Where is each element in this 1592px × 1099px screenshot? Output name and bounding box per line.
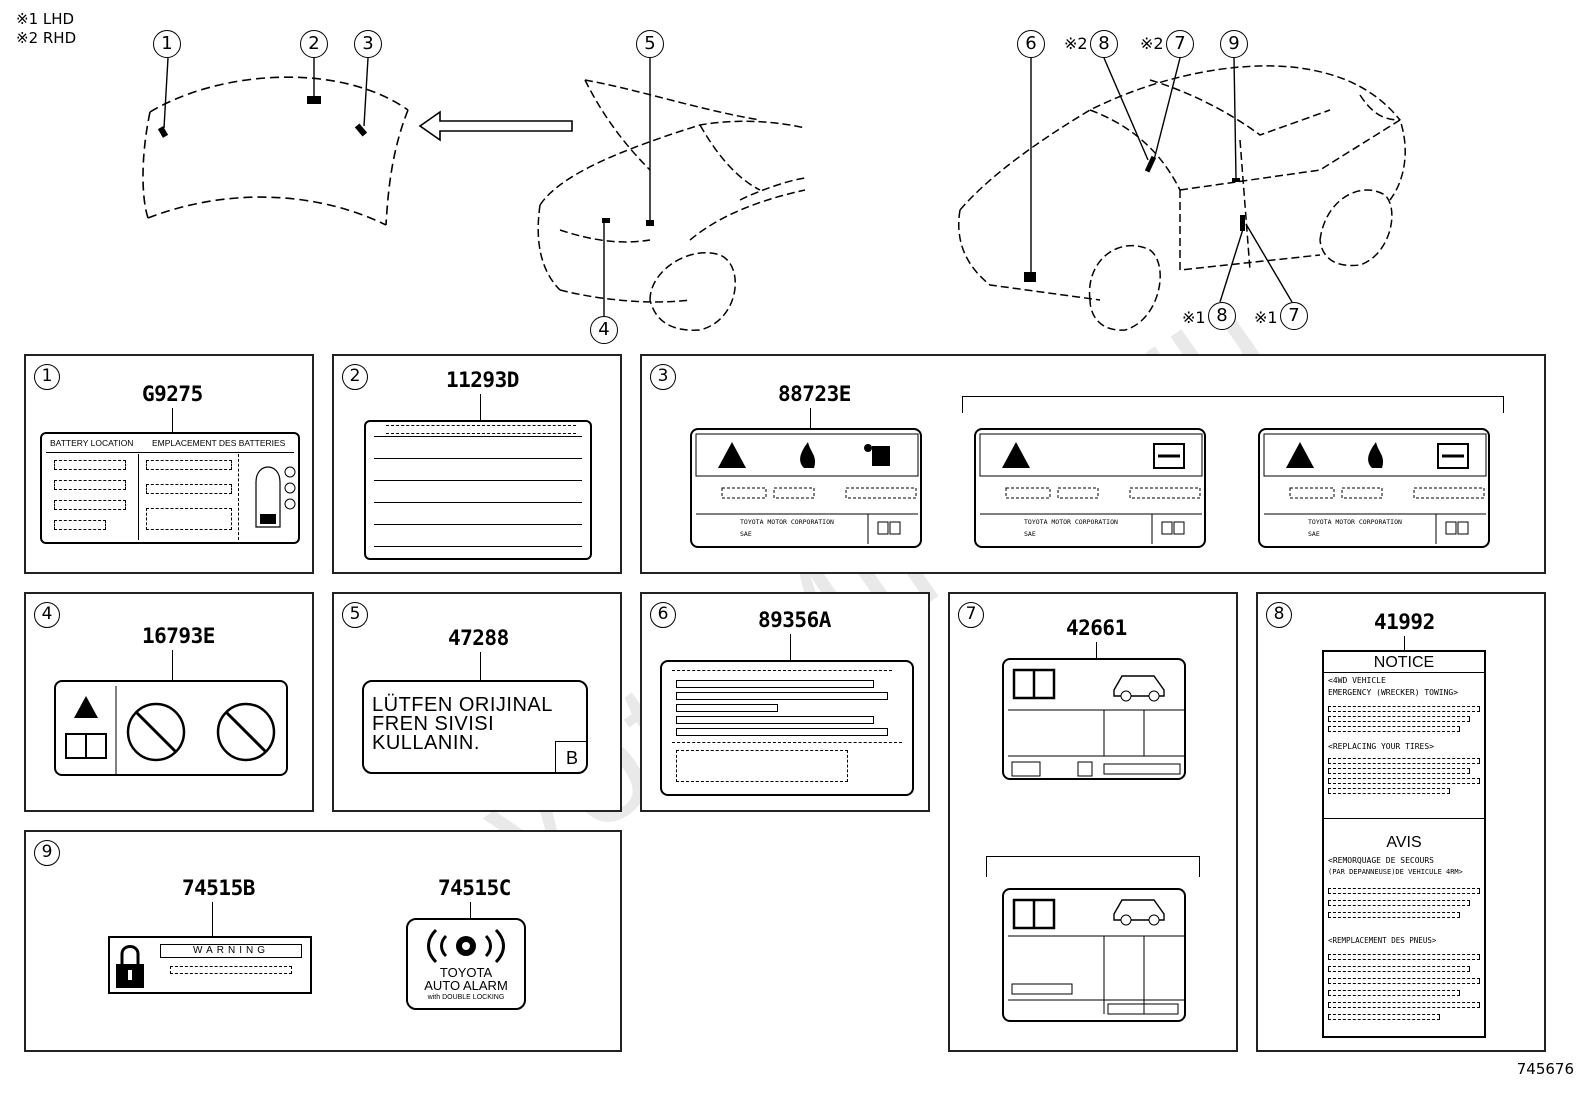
part-number: 41992 [1374,610,1435,634]
part-number: G9275 [142,382,203,406]
panel-number: 4 [34,602,60,628]
engine-warning-label-2: TOYOTA MOTOR CORPORATION SAE [974,428,1206,548]
callout-9: 9 [1220,30,1248,58]
towing-notice-label: NOTICE <4WD VEHICLE EMERGENCY (WRECKER) … [1322,650,1486,1038]
warning-pictogram-row [1263,433,1487,544]
airbag-pictograms [65,686,276,774]
part-number-c: 74515C [438,876,511,900]
variant-bracket [962,396,1504,413]
panel-number: 9 [34,840,60,866]
bumper-notice-label [660,660,914,796]
panel-6: 6 89356A [640,592,930,812]
callout-7-lhd: 7 [1280,302,1308,330]
part-number: 88723E [778,382,851,406]
note-rhd-7: ※2 [1140,34,1164,53]
panel-number: 1 [34,364,60,390]
callout-8-rhd: 8 [1090,30,1118,58]
variant-bracket [986,856,1200,877]
part-number: 11293D [446,368,519,392]
airbag-warning-label [54,680,288,776]
note-lhd-8: ※1 [1182,308,1206,327]
warning-pictogram-row [695,433,919,544]
panel-4: 4 16793E [24,592,314,812]
engine-warning-label-3: TOYOTA MOTOR CORPORATION SAE [1258,428,1490,548]
note-lhd-7: ※1 [1254,308,1278,327]
panel-number: 3 [650,364,676,390]
top-illustrations [142,57,1406,331]
panel-3: 3 88723E TOYOTA MOTOR CORPORATION SAE [640,354,1546,574]
legend-lhd: ※1 LHD [16,10,75,28]
part-number: 47288 [448,626,509,650]
tire-pressure-label-2 [1002,888,1186,1022]
battery-location-label: BATTERY LOCATION EMPLACEMENT DES BATTERI… [40,432,300,544]
warning-lock-label: WARNING [108,936,312,994]
callout-8-lhd: 8 [1208,302,1236,330]
panel-5: 5 47288 LÜTFEN ORIJINAL FREN SIVISI KULL… [332,592,622,812]
panel-8: 8 41992 NOTICE <4WD VEHICLE EMERGENCY (W… [1256,592,1546,1052]
engine-warning-label-1: TOYOTA MOTOR CORPORATION SAE [690,428,922,548]
legend-rhd: ※2 RHD [16,29,77,47]
auto-alarm-label: TOYOTA AUTO ALARM with DOUBLE LOCKING [406,918,526,1010]
lock-icon [116,945,144,988]
part-number: 42661 [1066,616,1127,640]
brake-fluid-label: LÜTFEN ORIJINAL FREN SIVISI KULLANIN. B [362,680,588,774]
tire-pressure-label-1 [1002,658,1186,780]
alarm-signal-icon [427,928,505,964]
callout-3: 3 [354,30,382,58]
tire-info-icons [1008,898,1184,1015]
panel-1: 1 G9275 BATTERY LOCATION EMPLACEMENT DES… [24,354,314,574]
part-number: 89356A [758,608,831,632]
note-rhd-8: ※2 [1064,34,1088,53]
part-number: 16793E [142,624,215,648]
part-number-b: 74515B [182,876,255,900]
panel-number: 8 [1266,602,1292,628]
callout-1: 1 [153,30,181,58]
panel-9: 9 74515B 74515C WARNING TOYOTA AUTO ALAR… [24,830,622,1052]
panel-number: 6 [650,602,676,628]
panel-7: 7 42661 [948,592,1238,1052]
warning-pictogram-row [979,433,1203,544]
diagram-id: 745676 [1516,1060,1574,1078]
legend: ※1 LHD ※2 RHD [16,10,76,48]
callout-6: 6 [1017,30,1045,58]
panel-number: 7 [958,602,984,628]
callout-5: 5 [636,30,664,58]
panel-number: 2 [342,364,368,390]
panel-number: 5 [342,602,368,628]
callout-7-rhd: 7 [1166,30,1194,58]
tire-info-icons [1008,668,1184,777]
panel-2: 2 11293D [332,354,622,574]
callout-2: 2 [300,30,328,58]
callout-4: 4 [590,316,618,344]
caution-table-label [364,420,592,560]
car-top-view-icon [255,466,296,528]
